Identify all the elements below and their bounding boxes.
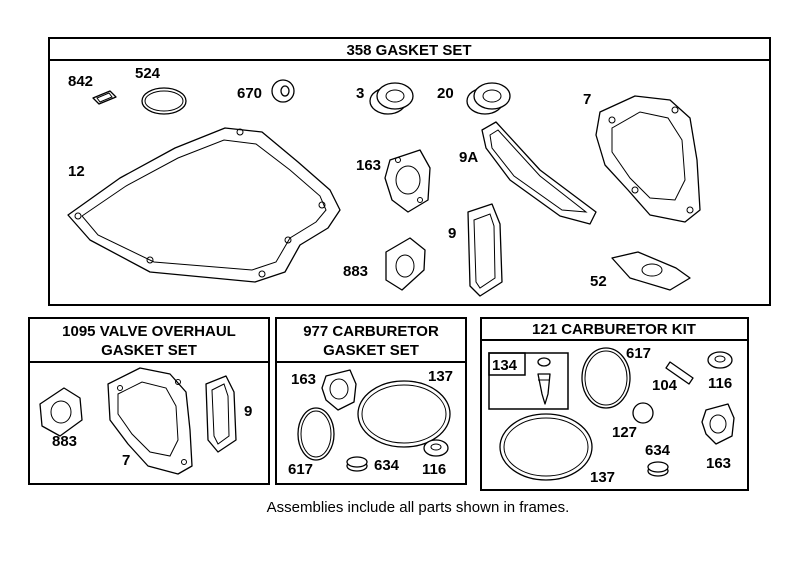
carb-kit-part-163-gasket (701, 403, 735, 445)
part-20-oil-seal (466, 82, 511, 115)
carb-set-part-617-ring (297, 407, 335, 461)
carb-gasket-set-title-line1: 977 CARBURETOR (303, 323, 439, 340)
part-label-842: 842 (68, 73, 93, 90)
carb-gasket-set-title-line2: GASKET SET (323, 342, 419, 359)
part-52-gasket (611, 251, 691, 291)
carb-kit-part-104-pin (665, 361, 694, 385)
valve-set-title-line2: GASKET SET (101, 342, 197, 359)
part-670-washer (271, 79, 295, 103)
carb-kit-title: 121 CARBURETOR KIT (532, 321, 696, 338)
carb-kit-label-116: 116 (708, 375, 732, 392)
part-9a-gasket (481, 121, 597, 225)
carb-set-label-163: 163 (291, 371, 316, 388)
part-7-head-gasket (595, 95, 701, 223)
carb-kit-frame: 121 CARBURETOR KIT (480, 317, 749, 491)
carb-set-part-116-washer (423, 439, 449, 457)
part-12-crankcase-gasket (67, 127, 341, 283)
valve-set-frame: 1095 VALVE OVERHAUL GASKET SET (28, 317, 270, 485)
carb-kit-part-137-ring (499, 413, 593, 481)
carb-set-label-137: 137 (428, 368, 453, 385)
part-label-7: 7 (583, 91, 591, 108)
carb-kit-label-127: 127 (612, 424, 637, 441)
carb-kit-label-634: 634 (645, 442, 671, 459)
carb-kit-label-617: 617 (626, 345, 651, 362)
footer-note: Assemblies include all parts shown in fr… (267, 499, 570, 516)
part-3-oil-seal (369, 82, 414, 115)
part-label-524: 524 (135, 65, 161, 82)
part-label-670: 670 (237, 85, 262, 102)
valve-part-7-head-gasket (107, 367, 193, 475)
part-163-gasket (384, 149, 431, 213)
valve-label-7: 7 (122, 452, 130, 469)
carb-set-label-634: 634 (374, 457, 400, 474)
valve-part-883-gasket (39, 387, 83, 437)
gasket-set-title: 358 GASKET SET (346, 42, 471, 59)
part-label-163: 163 (356, 157, 381, 174)
carb-kit-part-134-needle-box (488, 352, 569, 410)
part-9-gasket (467, 203, 503, 297)
carb-kit-label-104: 104 (652, 377, 678, 394)
carb-set-part-137-ring (357, 380, 451, 448)
part-label-3: 3 (356, 85, 364, 102)
part-label-52: 52 (590, 273, 607, 290)
carb-kit-label-134: 134 (492, 357, 518, 374)
carb-kit-part-116-washer (707, 351, 733, 369)
carb-kit-part-127-disc (632, 402, 654, 424)
valve-label-883: 883 (52, 433, 77, 450)
carb-gasket-set-frame: 977 CARBURETOR GASKET SET (275, 317, 467, 485)
carb-set-label-617: 617 (288, 461, 313, 478)
carb-kit-label-137: 137 (590, 469, 615, 486)
carb-kit-part-617-ring (581, 347, 631, 409)
carb-kit-part-634-washer (647, 461, 669, 477)
valve-part-9-gasket (205, 375, 237, 453)
carb-set-part-163-gasket (321, 369, 357, 411)
part-label-9: 9 (448, 225, 456, 242)
part-label-883: 883 (343, 263, 368, 280)
part-label-20: 20 (437, 85, 454, 102)
part-842-gasket (92, 90, 117, 105)
carb-kit-label-163: 163 (706, 455, 731, 472)
part-label-12: 12 (68, 163, 85, 180)
valve-label-9: 9 (244, 403, 252, 420)
valve-set-title-line1: 1095 VALVE OVERHAUL (62, 323, 236, 340)
part-524-ring (141, 87, 187, 115)
part-883-gasket (385, 237, 426, 291)
gasket-set-frame: 358 GASKET SET (48, 37, 771, 306)
part-label-9a: 9A (459, 149, 478, 166)
carb-set-label-116: 116 (422, 461, 446, 478)
carb-set-part-634-washer (346, 456, 368, 472)
